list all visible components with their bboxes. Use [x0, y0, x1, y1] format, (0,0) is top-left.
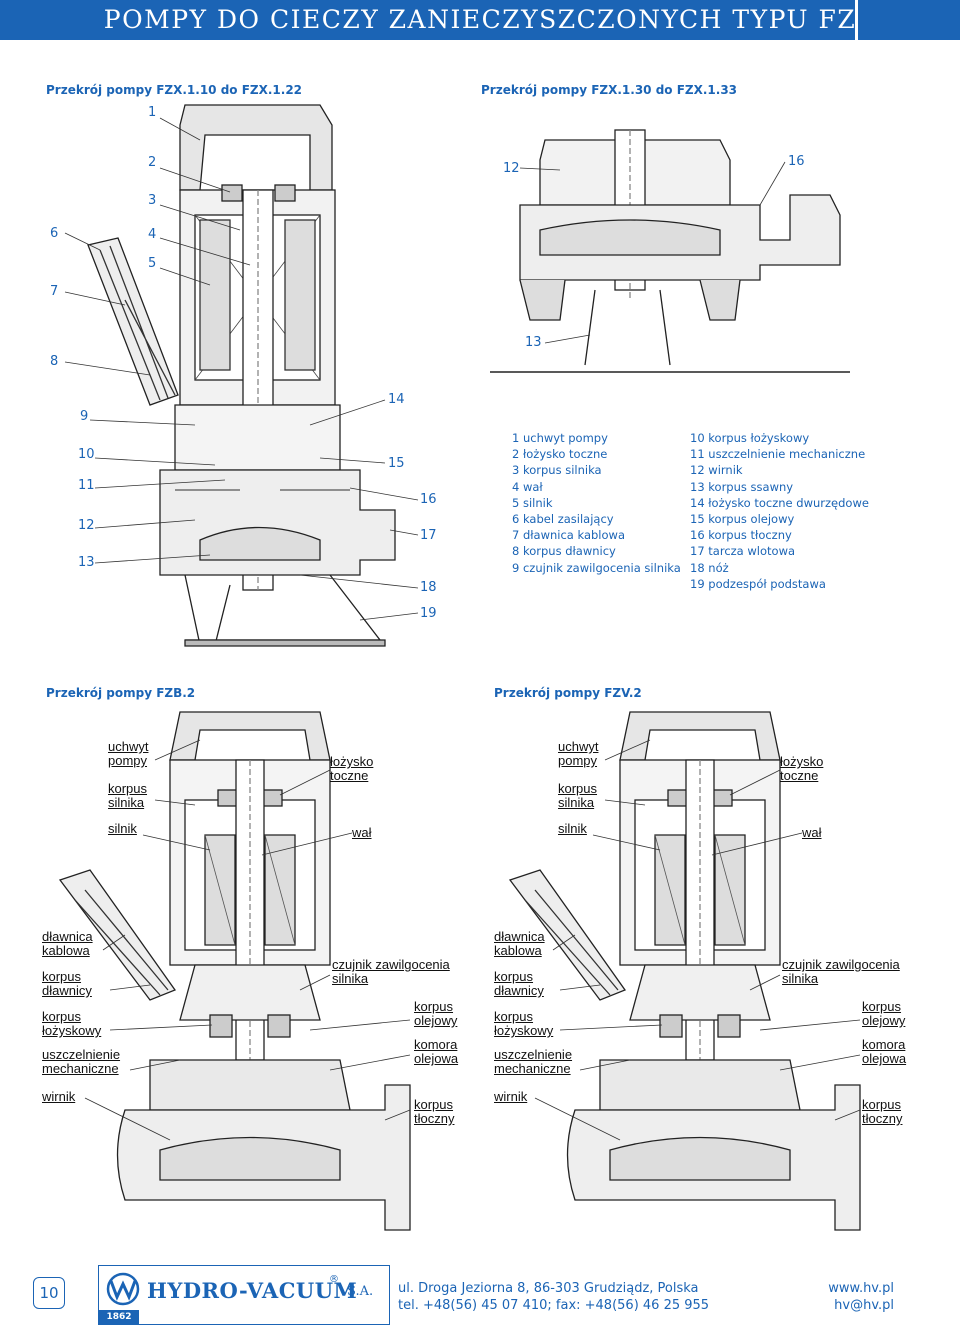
callout-7: 7 [50, 284, 59, 299]
brand-suffix: S.A. [347, 1284, 374, 1299]
legend-item: 10 korpus łożyskowy [690, 431, 810, 445]
callout-11: 11 [78, 478, 95, 493]
legend-item: 19 podzespół podstawa [690, 576, 826, 591]
legend-item: 12 wirnik [690, 463, 743, 478]
legend-left: 1 uchwyt pompy 2 łożysko toczne 3 korpus… [512, 430, 681, 576]
legend-item: 13 korpus ssawny [690, 479, 794, 494]
address-line: ul. Droga Jeziorna 8, 86-303 Grudziądz, … [398, 1281, 699, 1296]
fzx-b-cross-section-drawing [490, 129, 850, 373]
callout-6: 6 [50, 226, 59, 241]
caption-fzx-b: Przekrój pompy FZX.1.30 do FZX.1.33 [481, 83, 738, 97]
header-bar [0, 0, 855, 40]
callout-15: 15 [388, 456, 405, 471]
page-number: 10 [33, 1277, 65, 1309]
fzb-cross-section-drawing [58, 711, 411, 1231]
label-wirnik: wirnik [494, 1089, 528, 1104]
callout-b-13: 13 [525, 335, 542, 350]
brand-year: 1862 [99, 1310, 139, 1324]
legend-item: 4 wał [512, 479, 543, 494]
legend-item: 1 uchwyt pompy [512, 431, 608, 445]
legend-item: 3 korpus silnika [512, 463, 602, 478]
legend-item: 9 czujnik zawilgocenia silnika [512, 560, 681, 575]
callout-13: 13 [78, 555, 95, 570]
label-wal: wał [802, 825, 822, 840]
legend-item: 17 tarcza wlotowa [690, 544, 796, 559]
contact-web: www.hv.pl hv@hv.pl [828, 1280, 894, 1314]
legend-item: 18 nóż [690, 560, 729, 575]
callout-b-12: 12 [503, 161, 520, 176]
callout-1: 1 [148, 105, 157, 120]
legend-item: 2 łożysko toczne [512, 447, 608, 462]
legend-item: 16 korpus tłoczny [690, 528, 792, 543]
legend-item: 8 korpus dławnicy [512, 544, 616, 559]
email-link[interactable]: hv@hv.pl [834, 1298, 894, 1313]
legend-item: 11 uszczelnienie mechaniczne [690, 447, 866, 462]
fzv-cross-section-drawing [508, 711, 861, 1231]
phone-line: tel. +48(56) 45 07 410; fax: +48(56) 46 … [398, 1298, 710, 1313]
legend-item: 15 korpus olejowy [690, 512, 795, 527]
callout-4: 4 [148, 227, 157, 242]
callout-12: 12 [78, 518, 95, 533]
callout-5: 5 [148, 256, 157, 271]
callout-19: 19 [420, 606, 437, 621]
callout-8: 8 [50, 354, 59, 369]
page-title: POMPY DO CIECZY ZANIECZYSZCZONYCH TYPU F… [103, 5, 857, 34]
hv-logo-icon [106, 1272, 140, 1306]
legend-item: 5 silnik [512, 495, 553, 510]
caption-fzv: Przekrój pompy FZV.2 [494, 686, 642, 700]
legend-item: 6 kabel zasilający [512, 512, 614, 527]
callout-3: 3 [148, 193, 157, 208]
callout-10: 10 [78, 447, 95, 462]
callout-17: 17 [420, 528, 437, 543]
company-logo: HYDRO-VACUUM ® S.A. 1862 [98, 1265, 390, 1325]
callout-2: 2 [148, 155, 157, 170]
brand-registered: ® [329, 1274, 339, 1285]
callout-14: 14 [388, 392, 405, 407]
legend-item: 14 łożysko toczne dwurzędowe [690, 495, 869, 510]
callout-b-16: 16 [788, 154, 805, 169]
callout-18: 18 [420, 580, 437, 595]
label-wirnik: wirnik [42, 1089, 76, 1104]
header-accent [858, 0, 960, 40]
caption-fzb: Przekrój pompy FZB.2 [46, 686, 196, 700]
callout-16: 16 [420, 492, 437, 507]
label-silnik: silnik [558, 821, 587, 836]
contact-address: ul. Droga Jeziorna 8, 86-303 Grudziądz, … [398, 1280, 709, 1314]
legend-right: 10 korpus łożyskowy 11 uszczelnienie mec… [690, 430, 869, 592]
caption-fzx-a: Przekrój pompy FZX.1.10 do FZX.1.22 [46, 83, 303, 97]
legend-item: 7 dławnica kablowa [512, 528, 625, 543]
label-wal: wał [352, 825, 372, 840]
brand-name: HYDRO-VACUUM [147, 1278, 358, 1303]
fzx-cross-section-drawing [64, 104, 419, 647]
website-link[interactable]: www.hv.pl [828, 1281, 894, 1296]
label-silnik: silnik [108, 821, 137, 836]
callout-9: 9 [80, 409, 89, 424]
page-header: POMPY DO CIECZY ZANIECZYSZCZONYCH TYPU F… [0, 0, 960, 40]
